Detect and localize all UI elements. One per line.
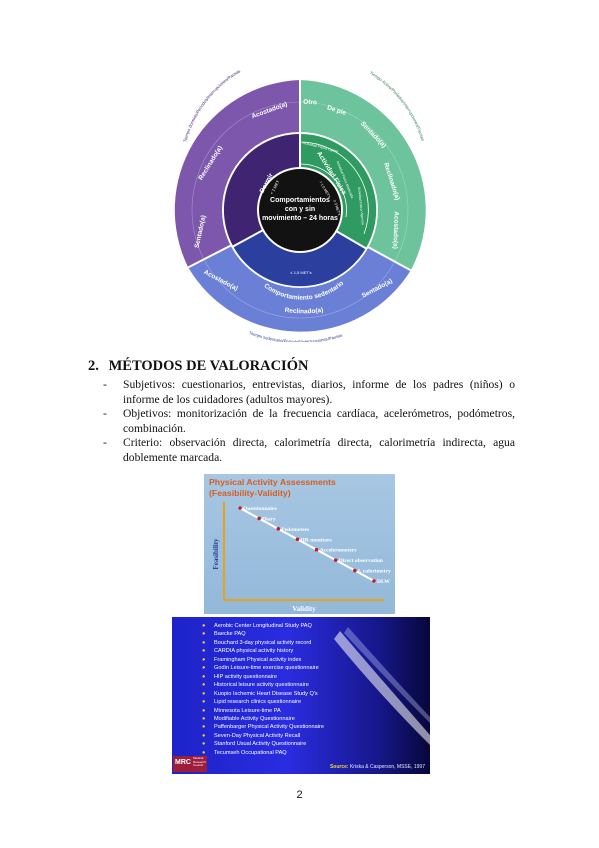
- paq-list: ●Aerobic Center Longitudinal Study PAQ ●…: [202, 622, 324, 757]
- list-item: ●Aerobic Center Longitudinal Study PAQ: [202, 623, 312, 629]
- feasibility-point-label: Accelerometers: [320, 548, 358, 554]
- feasibility-point-marker: [333, 558, 338, 562]
- center-circle: [257, 167, 343, 253]
- mrc-logo: MRC Medical Research Council: [173, 756, 207, 772]
- feasibility-point-label: HR monitors: [300, 537, 332, 543]
- mrc-logo-subtext: Medical Research Council: [193, 756, 206, 768]
- trend-line: [237, 506, 377, 583]
- method-objective: Objetivos: monitorización de la frecuenc…: [123, 407, 515, 435]
- paq-swoosh: [334, 627, 430, 745]
- feasibility-figure-title: Physical Activity Assessments (Feasibili…: [209, 477, 336, 498]
- method-subjective: Subjetivos: cuestionarios, entrevistas, …: [123, 378, 515, 406]
- section-title: MÉTODOS DE VALORACIÓN: [108, 358, 309, 374]
- list-item: -Subjetivos: cuestionarios, entrevistas,…: [103, 378, 515, 406]
- sedentary-note: ≤ 1,5 MET's: [290, 270, 311, 275]
- list-item: -Objetivos: monitorización de la frecuen…: [103, 407, 515, 435]
- mrc-logo-text: MRC: [175, 759, 191, 766]
- list-item: ●Baecke PAQ: [202, 631, 246, 638]
- feasibility-point-marker: [276, 527, 281, 531]
- feasibility-point-label: DLW: [377, 579, 390, 585]
- activity-range2: ≥ 3 MET's: [333, 199, 342, 216]
- list-item: ●Tecumseh Occupational PAQ: [202, 749, 287, 756]
- feasibility-point-label: Pedometers: [281, 527, 310, 533]
- feasibility-point-marker: [257, 516, 261, 521]
- list-item: ●Modifiable Activity Questionnaire: [202, 715, 295, 722]
- feasibility-point-label: Diary: [262, 516, 276, 522]
- center-label-line1: Comportamientos: [270, 197, 330, 204]
- feasibility-point-marker: [372, 579, 376, 583]
- x-axis-label: Validity: [292, 605, 316, 613]
- source-text: Kriska & Casperson, MSSE, 1997: [349, 764, 425, 770]
- list-item: ●Minnesota Leisure-time PA: [202, 707, 281, 714]
- list-item: ●Seven-Day Physical Activity Recall: [202, 732, 301, 739]
- list-item: ●Historical leisure activity questionnai…: [202, 682, 309, 689]
- feasibility-point-marker: [295, 537, 300, 542]
- feasibility-point-marker: [314, 547, 319, 552]
- feasibility-point-label: Questionnaire: [243, 506, 277, 512]
- feasibility-point-marker: [238, 506, 242, 510]
- feasibility-svg: Feasibility Validity QuestionnaireDiaryP…: [212, 502, 391, 613]
- method-criterion: Criterio: observación directa, calorimet…: [123, 436, 515, 464]
- feasibility-validity-figure: Physical Activity Assessments (Feasibili…: [204, 474, 395, 614]
- paq-list-panel: ●Aerobic Center Longitudinal Study PAQ ●…: [172, 617, 430, 774]
- list-item: ●Godin Leisure-time exercise questionnai…: [202, 665, 319, 672]
- sleep-note: < 1 MET: [269, 179, 281, 195]
- activity-vigorous-label: Actividad Física Vigorosa: [357, 187, 365, 225]
- feasibility-point-label: I. calorimetry: [358, 569, 391, 575]
- wheel-svg: Comportamientos con y sin movimiento – 2…: [174, 68, 426, 344]
- source-label: Source:: [329, 764, 349, 770]
- list-item: ●Stanford Usual Activity Questionnaire: [202, 741, 307, 748]
- list-item: -Criterio: observación directa, calorime…: [103, 436, 515, 464]
- green-otro-label: Otro: [303, 99, 317, 106]
- list-item: ●Lipid research clinics questionnaire: [202, 699, 302, 706]
- behaviour-wheel-diagram: Comportamientos con y sin movimiento – 2…: [160, 12, 440, 344]
- center-label-line2: con y sin: [285, 206, 315, 213]
- feasibility-title-line1: Physical Activity Assessments: [209, 477, 336, 487]
- y-axis-label: Feasibility: [212, 538, 220, 570]
- list-item: ●Kuopio Ischemic Heart Disease Study Q's: [202, 690, 318, 697]
- list-item: ●HIP activity questionnaire: [202, 673, 278, 680]
- blue-reclinado-label: Reclinado(a): [284, 307, 324, 316]
- methods-list: -Subjetivos: cuestionarios, entrevistas,…: [103, 378, 515, 466]
- page-number: 2: [296, 789, 303, 801]
- section-number: 2.: [88, 358, 99, 374]
- blue-outer-caption: Tiempo sedentario/Períodos/Interrupcione…: [248, 330, 343, 342]
- center-label-line3: movimiento – 24 horas: [262, 215, 338, 222]
- feasibility-title-line2: (Feasibility-Validity): [209, 487, 291, 498]
- list-item: ●Bouchard 3-day physical activity record: [202, 639, 312, 646]
- feasibility-point-label: Direct observation: [339, 558, 384, 564]
- section-heading: 2. MÉTODOS DE VALORACIÓN: [88, 358, 308, 375]
- list-item: ●Framingham Physical activity index: [202, 656, 302, 663]
- list-item: ●CARDIA physical activity history: [202, 648, 294, 655]
- feasibility-point-marker: [353, 568, 357, 573]
- green-acostado-label: Acostado(a): [391, 211, 399, 249]
- list-item: ●Paffenbarger Physical Activity Question…: [202, 724, 324, 731]
- paq-source: Source: Kriska & Casperson, MSSE, 1997: [330, 764, 425, 770]
